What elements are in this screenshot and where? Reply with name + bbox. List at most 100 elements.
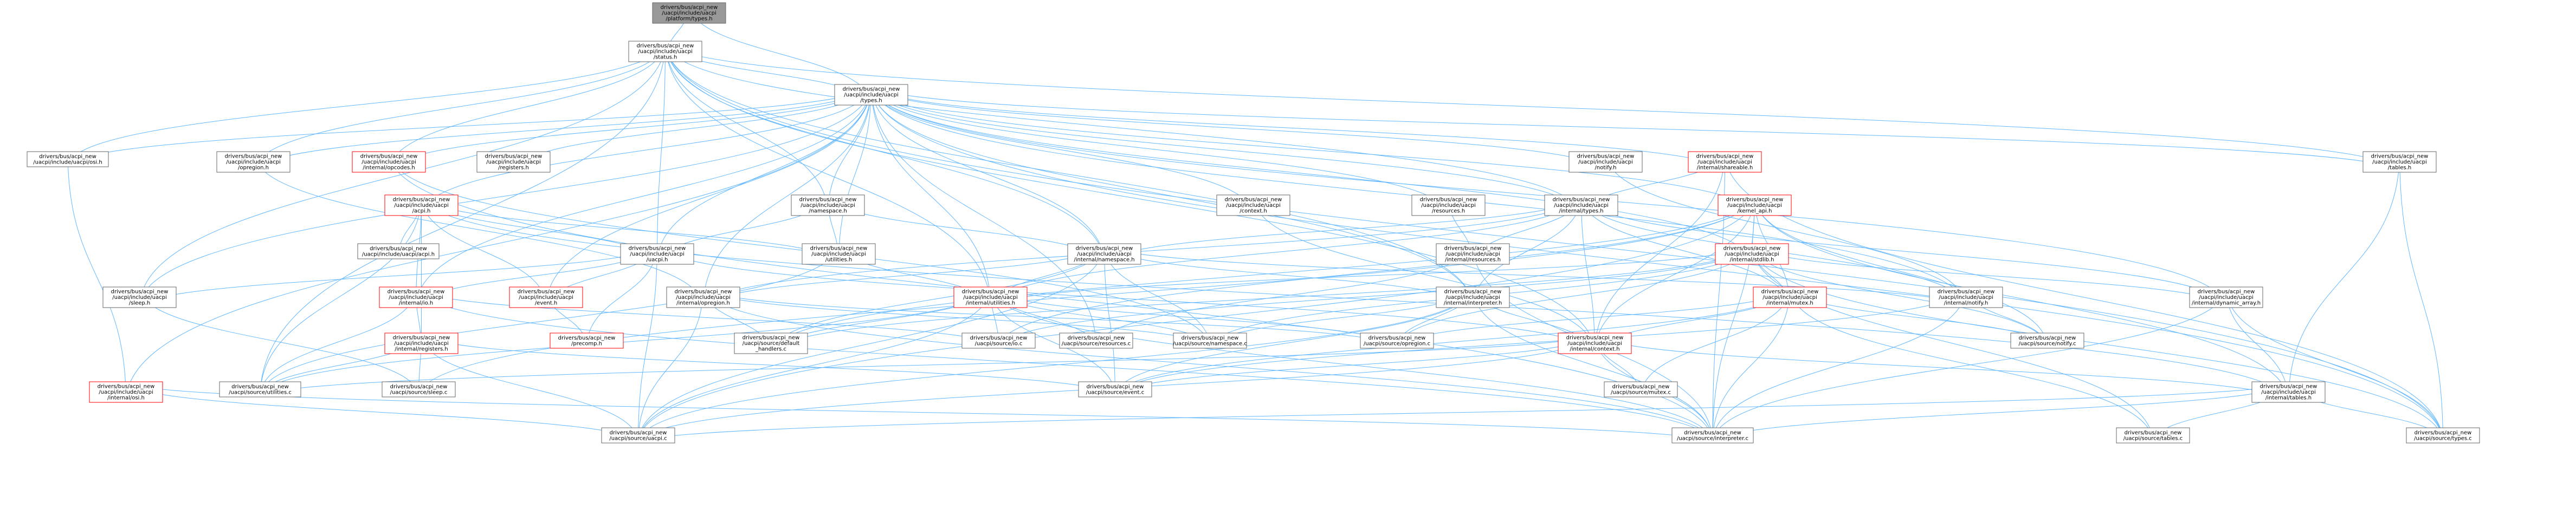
edge-src_interpreter-to-int_io [416,286,1715,444]
node-sleep[interactable]: drivers/bus/acpi_new/uacpi/include/uacpi… [102,286,177,308]
node-event[interactable]: drivers/bus/acpi_new/uacpi/include/uacpi… [509,286,583,308]
node-src_interpreter[interactable]: drivers/bus/acpi_new/uacpi/source/interp… [1671,427,1754,444]
node-box [734,333,808,354]
node-label-line: /resources.h [1432,208,1465,214]
node-label-line: drivers/bus/acpi_new [2371,154,2429,160]
edge-src_types-to-tables [2399,151,2445,444]
node-osi[interactable]: drivers/bus/acpi_new/uacpi/include/uacpi… [27,151,109,167]
node-uacpi_h[interactable]: drivers/bus/acpi_new/uacpi/include/uacpi… [620,243,694,265]
node-int_tables[interactable]: drivers/bus/acpi_new/uacpi/include/uacpi… [2251,381,2326,403]
node-int_namespace[interactable]: drivers/bus/acpi_new/uacpi/include/uacpi… [1067,243,1141,265]
node-int_interpreter[interactable]: drivers/bus/acpi_new/uacpi/include/uacpi… [1436,286,1510,308]
node-label-line: drivers/bus/acpi_new [743,335,800,341]
node-acpi[interactable]: drivers/bus/acpi_new/uacpi/include/uacpi… [384,194,459,216]
node-label-line: /tables.h [2388,165,2411,171]
node-label-line: drivers/bus/acpi_new [843,87,900,93]
edge-int_interpreter-to-status [665,41,1475,308]
node-label-line: /uacpi/include/uacpi [2372,159,2427,165]
node-box [1216,194,1290,216]
node-src_mutex[interactable]: drivers/bus/acpi_new/uacpi/source/mutex.… [1604,381,1678,397]
edge-src_uacpi-to-int_interpreter [636,286,1473,444]
node-tables[interactable]: drivers/bus/acpi_new/uacpi/include/uacpi… [2362,151,2437,173]
node-opregion[interactable]: drivers/bus/acpi_new/uacpi/include/uacpi… [216,151,290,173]
node-box [1753,286,1827,308]
edge-src_types-to-status [665,41,2445,444]
edge-int_dynamic_array-to-int_types [1581,194,2228,308]
node-precomp[interactable]: drivers/bus/acpi_new/precomp.h [550,333,624,349]
edge-src_uacpi-to-int_opregion [636,286,703,444]
node-label-line: /internal/dynamic_array.h [2192,301,2261,307]
node-utilities_h[interactable]: drivers/bus/acpi_new/uacpi/include/uacpi… [802,243,876,265]
node-src_io[interactable]: drivers/bus/acpi_new/uacpi/source/io.c [961,333,1036,349]
node-int_registers[interactable]: drivers/bus/acpi_new/uacpi/include/uacpi… [384,333,459,354]
node-label-line: drivers/bus/acpi_new [661,5,718,11]
node-platform_types[interactable]: drivers/bus/acpi_new/uacpi/include/uacpi… [652,2,726,24]
node-label-line: /uacpi/include/uacpi [99,389,153,395]
node-int_opregion[interactable]: drivers/bus/acpi_new/uacpi/include/uacpi… [666,286,740,308]
node-src_tables[interactable]: drivers/bus/acpi_new/uacpi/source/tables… [2116,427,2190,444]
node-src_opregion[interactable]: drivers/bus/acpi_new/uacpi/source/opregi… [1360,333,1434,349]
node-int_shareable[interactable]: drivers/bus/acpi_new/uacpi/include/uacpi… [1688,151,1762,173]
edge-int_context-to-int_types [1581,194,1597,354]
node-int_osi[interactable]: drivers/bus/acpi_new/uacpi/include/uacpi… [89,381,163,403]
node-src_default_handlers[interactable]: drivers/bus/acpi_new/uacpi/source/defaul… [734,333,808,354]
node-label-line: drivers/bus/acpi_new [629,246,686,252]
node-namespace[interactable]: drivers/bus/acpi_new/uacpi/include/uacpi… [791,194,865,216]
node-registers[interactable]: drivers/bus/acpi_new/uacpi/include/uacpi… [476,151,551,173]
node-int_utilities[interactable]: drivers/bus/acpi_new/uacpi/include/uacpi… [953,286,1028,308]
node-label-line: drivers/bus/acpi_new [1225,197,1282,203]
node-label-line: drivers/bus/acpi_new [810,246,868,252]
node-context[interactable]: drivers/bus/acpi_new/uacpi/include/uacpi… [1216,194,1290,216]
node-label-line: drivers/bus/acpi_new [1420,197,1477,203]
node-label-line: /uacpi/include/uacpi [1077,251,1132,257]
node-src_resources[interactable]: drivers/bus/acpi_new/uacpi/source/resour… [1059,333,1133,349]
node-int_context[interactable]: drivers/bus/acpi_new/uacpi/include/uacpi… [1558,333,1632,354]
node-label-line: /uacpi/source/sleep.c [390,389,448,395]
node-label-line: drivers/bus/acpi_new [485,154,543,160]
node-status[interactable]: drivers/bus/acpi_new/uacpi/include/uacpi… [628,41,702,62]
edge-src_utilities-to-status [258,41,666,397]
edge-src_uacpi-to-int_tables [636,381,2289,444]
node-box [1671,427,1754,444]
node-label-line: /internal/resources.h [1445,257,1501,263]
node-int_notify[interactable]: drivers/bus/acpi_new/uacpi/include/uacpi… [1929,286,2003,308]
node-int_stdlib[interactable]: drivers/bus/acpi_new/uacpi/include/uacpi… [1715,243,1789,265]
node-notify[interactable]: drivers/bus/acpi_new/uacpi/include/uacpi… [1568,151,1643,173]
node-box [509,286,583,308]
node-int_types[interactable]: drivers/bus/acpi_new/uacpi/include/uacpi… [1544,194,1618,216]
node-resources[interactable]: drivers/bus/acpi_new/uacpi/include/uacpi… [1411,194,1486,216]
node-src_uacpi[interactable]: drivers/bus/acpi_new/uacpi/source/uacpi.… [601,427,675,444]
edge-src_default_handlers-to-int_stdlib [769,243,1752,354]
node-label-line: /internal/stdlib.h [1729,257,1774,263]
edge-src_types-to-int_dynamic_array [2226,286,2445,444]
node-int_io[interactable]: drivers/bus/acpi_new/uacpi/include/uacpi… [379,286,453,308]
node-label-line: /uacpi/source/default [743,341,800,347]
node-label-line: drivers/bus/acpi_new [1684,430,1741,436]
node-label-line: /internal/types.h [1559,208,1603,214]
node-label-line: /internal/registers.h [395,347,448,353]
node-src_utilities[interactable]: drivers/bus/acpi_new/uacpi/source/utilit… [219,381,301,397]
edge-int_namespace-to-status [665,41,1106,265]
node-src_event[interactable]: drivers/bus/acpi_new/uacpi/source/event.… [1078,381,1152,397]
node-label-line: /uacpi/include/uacpi [2199,295,2254,301]
edge-int_osi-to-osi [67,151,128,403]
node-int_opcodes[interactable]: drivers/bus/acpi_new/uacpi/include/uacpi… [352,151,426,173]
node-src_notify[interactable]: drivers/bus/acpi_new/uacpi/source/notify… [2010,333,2084,349]
node-types[interactable]: drivers/bus/acpi_new/uacpi/include/uacpi… [834,84,908,106]
edge-int_interpreter-to-types [871,84,1475,308]
node-acpi_spec[interactable]: drivers/bus/acpi_new/uacpi/include/uacpi… [357,243,440,259]
node-label-line: drivers/bus/acpi_new [39,154,96,160]
node-int_resources[interactable]: drivers/bus/acpi_new/uacpi/include/uacpi… [1436,243,1510,265]
node-int_mutex[interactable]: drivers/bus/acpi_new/uacpi/include/uacpi… [1753,286,1827,308]
node-int_dynamic_array[interactable]: drivers/bus/acpi_new/uacpi/include/uacpi… [2189,286,2263,308]
node-label-line: drivers/bus/acpi_new [1938,289,1995,295]
node-box [652,2,726,24]
node-src_types[interactable]: drivers/bus/acpi_new/uacpi/source/types.… [2406,427,2480,444]
node-src_sleep[interactable]: drivers/bus/acpi_new/uacpi/source/sleep.… [382,381,456,397]
edge-int_tables-to-int_context [1594,333,2290,403]
edge-osi-to-types [66,84,871,167]
node-src_namespace[interactable]: drivers/bus/acpi_new/uacpi/source/namesp… [1173,333,1247,349]
node-label-line: /internal/opregion.h [676,301,730,307]
node-kernel_api[interactable]: drivers/bus/acpi_new/uacpi/include/uacpi… [1718,194,1792,216]
edge-acpi-to-types [419,84,871,216]
